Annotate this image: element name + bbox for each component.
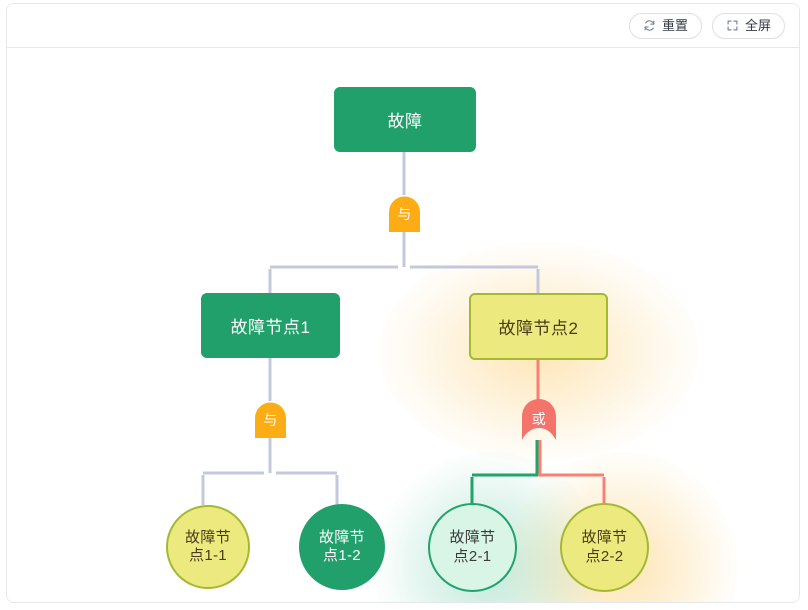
fullscreen-label: 全屏 xyxy=(744,18,771,33)
node-fault-1-1-label-line2: 点1-1 xyxy=(189,547,227,564)
or-gate-shape xyxy=(522,399,556,440)
node-fault-1-2-label-line2: 点1-2 xyxy=(323,547,361,564)
fault-tree-card: 重置 全屏 xyxy=(6,3,800,603)
gate-and-root[interactable]: 与 xyxy=(388,195,421,232)
node-fault-1-1[interactable]: 故障节 点1-1 xyxy=(166,505,250,589)
diagram-canvas[interactable]: 故障 故障节点1 故障节点2 故障节 点1-1 故障节 点1-2 故障节 点2-… xyxy=(7,48,799,602)
node-fault-2-2[interactable]: 故障节 点2-2 xyxy=(560,503,649,592)
gate-and-node1[interactable]: 与 xyxy=(254,401,287,438)
node-fault-2-1-label-line2: 点2-1 xyxy=(453,547,492,565)
node-fault-2[interactable]: 故障节点2 xyxy=(469,293,608,360)
gate-or-node2[interactable]: 或 xyxy=(521,398,557,440)
reset-label: 重置 xyxy=(661,18,688,33)
node-fault-1-2-label-line1: 故障节 xyxy=(319,528,365,546)
and-gate-shape xyxy=(389,196,420,232)
toolbar: 重置 全屏 xyxy=(7,4,799,48)
node-root[interactable]: 故障 xyxy=(334,87,476,152)
node-fault-2-1-label-line1: 故障节 xyxy=(449,529,496,547)
node-fault-1-1-label-line1: 故障节 xyxy=(185,528,231,546)
node-fault-1-2[interactable]: 故障节 点1-2 xyxy=(299,504,385,590)
reset-button[interactable]: 重置 xyxy=(628,12,702,39)
node-fault-1[interactable]: 故障节点1 xyxy=(201,293,340,358)
and-gate-shape xyxy=(255,402,286,438)
node-fault-1-label: 故障节点1 xyxy=(230,318,311,337)
refresh-icon xyxy=(643,19,656,32)
fullscreen-button[interactable]: 全屏 xyxy=(711,12,785,39)
node-fault-2-1[interactable]: 故障节 点2-1 xyxy=(428,503,517,592)
node-root-label: 故障 xyxy=(387,112,423,131)
fullscreen-icon xyxy=(726,19,739,32)
node-fault-2-2-label-line2: 点2-2 xyxy=(585,547,624,565)
node-fault-2-2-label-line1: 故障节 xyxy=(581,529,628,547)
node-fault-2-label: 故障节点2 xyxy=(498,319,579,338)
